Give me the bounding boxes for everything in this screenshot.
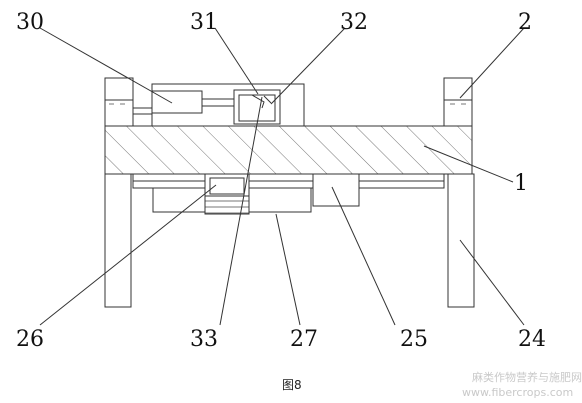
small-block (312, 173, 360, 207)
callout-1: 1 (514, 171, 528, 196)
callout-31: 31 (190, 10, 218, 35)
figure-caption: 图8 (282, 378, 302, 392)
watermark-text: 麻类作物营养与施肥网 (472, 370, 582, 384)
callout-2: 2 (518, 10, 532, 35)
left-leg (104, 173, 132, 308)
left-post (104, 77, 134, 127)
callout-33: 33 (190, 327, 218, 352)
callout-24: 24 (518, 327, 546, 352)
main-beam (104, 125, 473, 175)
clamp-bracket (233, 89, 281, 125)
leader-lines (39, 27, 525, 326)
callout-30: 30 (16, 10, 44, 35)
spring-block (204, 173, 250, 215)
callout-26: 26 (16, 327, 44, 352)
right-cap (443, 77, 473, 127)
lower-rail (132, 173, 445, 189)
callout-25: 25 (400, 327, 428, 352)
callout-27: 27 (290, 327, 318, 352)
motor-block (151, 90, 203, 114)
watermark-url: www.fibercrops.com (462, 386, 573, 399)
lower-right-box (248, 187, 312, 213)
callout-32: 32 (340, 10, 368, 35)
